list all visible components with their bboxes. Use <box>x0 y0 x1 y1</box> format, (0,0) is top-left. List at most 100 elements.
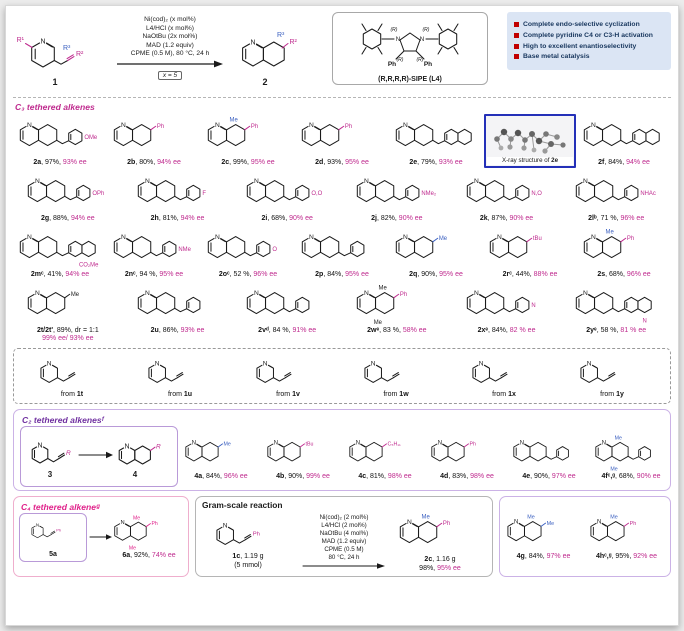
svg-text:N: N <box>223 522 228 529</box>
gram-conditions-text: Ni(cod)₂ (2 mol%)L4/HCl (2 mol%)NaOtBu (… <box>319 513 369 562</box>
svg-text:N: N <box>27 122 32 129</box>
svg-text:CO₂Me: CO₂Me <box>79 262 99 268</box>
gram-substrate-caption: 1c, 1.19 g(5 mmol) <box>232 552 264 569</box>
highlight-item: Base metal catalysis <box>514 53 664 61</box>
xray-structure-image <box>494 128 566 154</box>
condition-line: NaOtBu (2x mol%) <box>142 33 198 41</box>
xray-caption: X-ray structure of 2e <box>487 157 573 166</box>
compound-caption: 2b, 80%, 94% ee <box>127 159 181 166</box>
starting-material-caption: from 1y <box>600 391 624 399</box>
svg-text:N: N <box>192 440 196 446</box>
compound-caption: 2wᵉ, 83 %, 58% ee <box>367 326 427 334</box>
gram-arrow <box>302 563 385 570</box>
substrate-structure: N <box>148 360 184 383</box>
svg-text:N: N <box>396 36 400 43</box>
svg-text:N: N <box>364 289 369 296</box>
substrate-structure: N <box>40 360 76 383</box>
starting-material-caption: from 1w <box>383 391 409 399</box>
svg-text:N: N <box>124 443 129 450</box>
svg-text:Me: Me <box>606 229 615 235</box>
svg-text:N: N <box>250 39 255 46</box>
compound-structure: N Ph Me <box>583 229 634 258</box>
compound-structure: N O,O <box>246 177 323 203</box>
svg-text:Me: Me <box>546 521 553 527</box>
compound-structure: NN,O <box>466 177 542 203</box>
svg-text:N: N <box>309 122 314 129</box>
compound-caption: 2f, 84%, 94% ee <box>598 159 650 166</box>
compound-caption: 2u, 86%, 93% ee <box>150 326 205 334</box>
svg-text:R¹: R¹ <box>17 37 25 44</box>
highlight-text: Complete endo-selective cyclization <box>523 21 640 28</box>
svg-text:N: N <box>215 122 220 129</box>
svg-text:(R): (R) <box>423 27 430 33</box>
svg-text:2: 2 <box>262 77 267 87</box>
svg-text:Ph: Ph <box>388 61 396 68</box>
svg-text:N: N <box>602 440 606 446</box>
highlight-item: Complete pyridine C4 or C3-H activation <box>514 32 664 40</box>
svg-text:N: N <box>583 289 588 296</box>
highlight-text: Complete pyridine C4 or C3-H activation <box>523 31 653 39</box>
svg-text:Me: Me <box>230 117 239 123</box>
substrate-structure: N <box>364 360 400 383</box>
reaction-conditions: Ni(cod)₂ (x mol%)L4/HCl (x mol%)NaOtBu (… <box>114 12 226 80</box>
svg-text:N: N <box>254 178 259 185</box>
svg-text:F: F <box>202 191 206 197</box>
svg-text:Ph: Ph <box>629 521 636 527</box>
svg-text:Ph: Ph <box>627 236 634 242</box>
compound-caption: 2k, 87%, 90% ee <box>479 215 534 223</box>
svg-text:N: N <box>263 361 268 368</box>
svg-text:N: N <box>591 234 596 241</box>
svg-text:N: N <box>47 361 52 368</box>
highlight-item: Complete endo-selective cyclization <box>514 21 664 29</box>
compound-caption: 2d, 93%, 95% ee <box>315 159 369 166</box>
svg-text:N: N <box>497 234 502 241</box>
bullet-icon <box>514 32 519 38</box>
bullet-icon <box>514 22 519 27</box>
svg-text:Me: Me <box>615 435 622 441</box>
svg-text:N: N <box>27 234 32 241</box>
svg-text:(R): (R) <box>397 57 404 63</box>
svg-text:N: N <box>40 38 45 45</box>
svg-text:1: 1 <box>52 77 57 87</box>
svg-text:N: N <box>121 234 126 241</box>
compound-caption: 2h, 81%, 94% ee <box>150 215 205 223</box>
substrate-structure: N <box>580 360 616 383</box>
svg-text:O,O: O,O <box>312 191 323 197</box>
svg-text:Me: Me <box>374 320 383 326</box>
compound-caption: 2q, 90%, 95% ee <box>409 270 463 278</box>
